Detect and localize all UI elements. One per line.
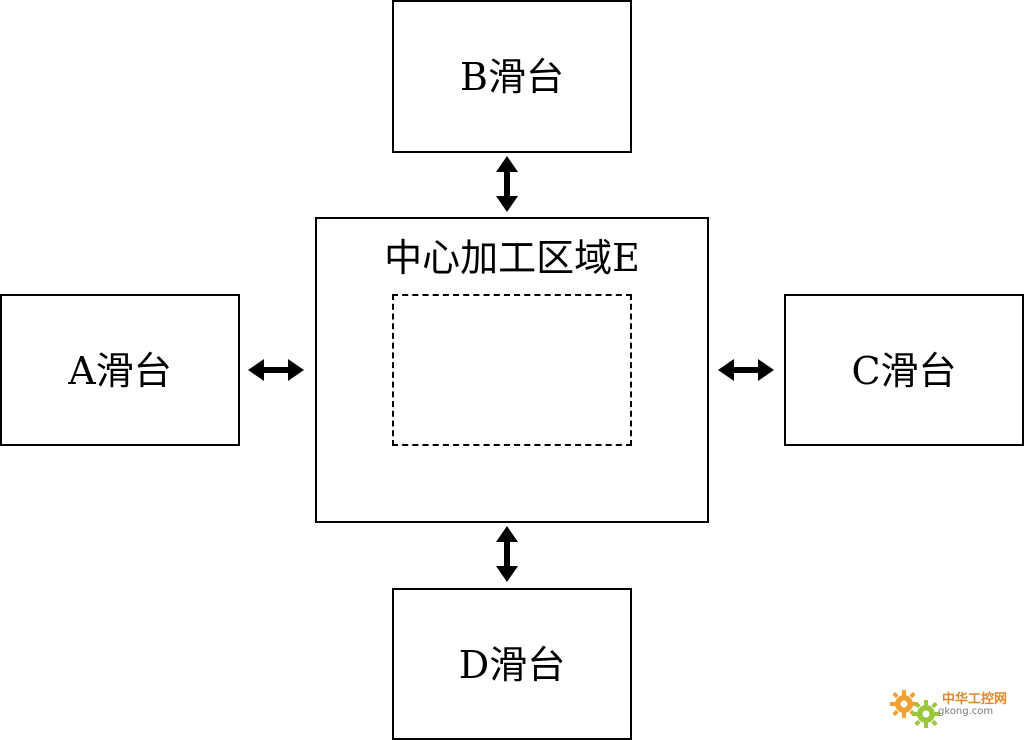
station-c-box: C滑台 [784,294,1024,446]
arrow-d-e [496,526,518,582]
center-processing-box: 中心加工区域E [315,217,709,523]
arrow-b-e [496,156,518,212]
watermark-text-cn: 中华工控网 [942,692,1008,707]
station-a-label: A滑台 [68,349,172,393]
station-a-box: A滑台 [0,294,240,446]
arrow-a-e [248,359,304,381]
watermark-text-en: gkong.com [938,706,994,717]
station-d-label: D滑台 [458,643,566,687]
watermark-logo: 中华工控网 gkong.com [886,684,1016,732]
station-c-label: C滑台 [851,349,957,393]
arrow-c-e [718,359,774,381]
station-b-label: B滑台 [460,55,564,99]
center-workpiece-dashed-area [392,294,632,446]
station-b-box: B滑台 [392,0,632,153]
station-d-box: D滑台 [392,588,632,740]
center-processing-label: 中心加工区域E [384,236,640,280]
gear-logo-icon [890,690,940,728]
